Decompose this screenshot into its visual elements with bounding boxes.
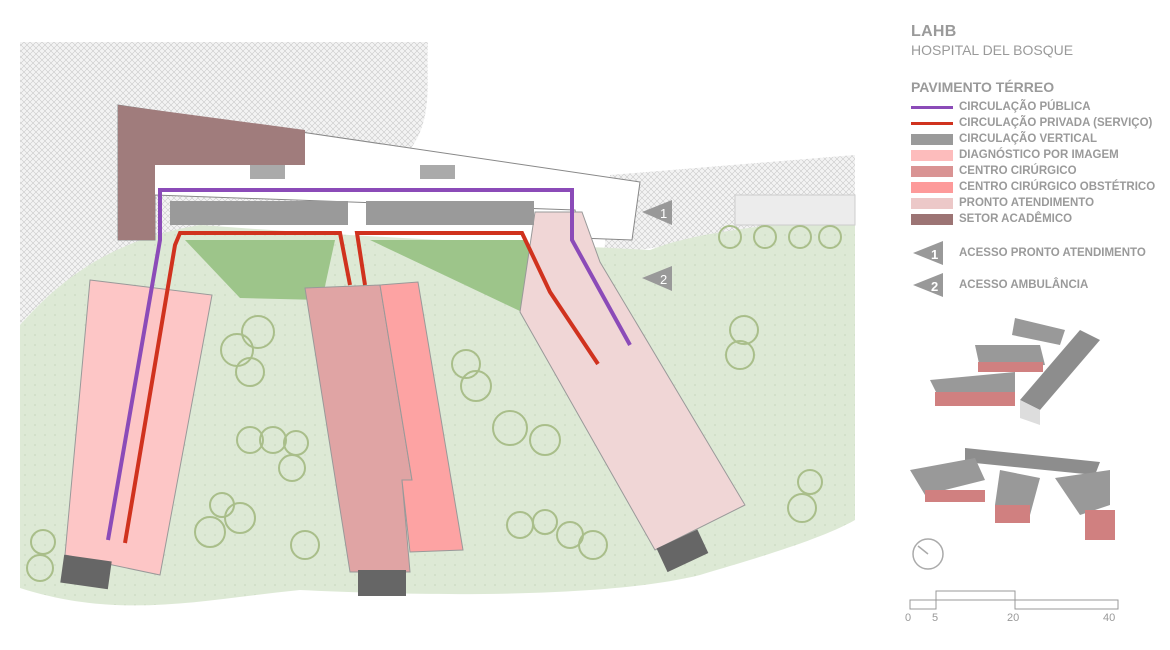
legend-swatch bbox=[911, 149, 953, 161]
access-marker-2: 2 bbox=[642, 266, 672, 291]
vertical-circulation bbox=[366, 201, 534, 225]
scale-labels: 0 5 20 40 bbox=[905, 611, 1135, 627]
access-arrow-icon: 1 bbox=[913, 241, 943, 265]
legend-items: CIRCULAÇÃO PÚBLICA CIRCULAÇÃO PRIVADA (SE… bbox=[911, 99, 1166, 227]
legend-label: DIAGNÓSTICO POR IMAGEM bbox=[959, 149, 1119, 161]
stair bbox=[420, 165, 455, 179]
private-circulation bbox=[354, 231, 600, 366]
legend-swatch bbox=[911, 121, 953, 125]
legend-label: CIRCULAÇÃO PÚBLICA bbox=[959, 101, 1091, 113]
scale-tick: 5 bbox=[932, 612, 939, 624]
legend-access-1: 1 ACESSO PRONTO ATENDIMENTO bbox=[911, 237, 1166, 269]
vertical-circulation bbox=[170, 201, 348, 225]
project-code: LAHB bbox=[911, 23, 957, 40]
wing-pronto-atendimento bbox=[519, 211, 746, 551]
scale-bar bbox=[909, 590, 1119, 610]
stair-core bbox=[656, 529, 709, 573]
access-marker-1: 1 bbox=[642, 200, 672, 225]
access-number: 1 bbox=[660, 206, 667, 221]
legend-heading: PAVIMENTO TÉRREO bbox=[911, 79, 1055, 95]
north-arrow-icon bbox=[912, 538, 944, 570]
project-name: HOSPITAL DEL BOSQUE bbox=[911, 42, 1074, 58]
parking bbox=[734, 194, 856, 226]
legend-item: CENTRO CIRÚRGICO OBSTÉTRICO bbox=[911, 179, 1166, 195]
scale-tick: 0 bbox=[905, 612, 912, 624]
courtyard bbox=[185, 240, 335, 300]
private-circulation bbox=[123, 231, 352, 544]
legend-label: CIRCULAÇÃO VERTICAL bbox=[959, 133, 1097, 145]
access-number: 2 bbox=[660, 272, 667, 287]
access-label: ACESSO PRONTO ATENDIMENTO bbox=[959, 247, 1146, 259]
legend-label: CIRCULAÇÃO PRIVADA (SERVIÇO) bbox=[959, 117, 1153, 129]
legend: LAHB HOSPITAL DEL BOSQUE PAVIMENTO TÉRRE… bbox=[911, 22, 1166, 301]
axonometric-view-2 bbox=[910, 448, 1115, 540]
legend-label: PRONTO ATENDIMENTO bbox=[959, 197, 1095, 209]
legend-item: PRONTO ATENDIMENTO bbox=[911, 195, 1166, 211]
stair bbox=[250, 165, 285, 179]
wing-diagnostico bbox=[64, 279, 213, 576]
access-number: 1 bbox=[931, 247, 938, 262]
legend-swatch bbox=[911, 213, 953, 225]
stair-core bbox=[358, 570, 406, 596]
legend-item: CENTRO CIRÚRGICO bbox=[911, 163, 1166, 179]
trees bbox=[26, 225, 842, 582]
legend-access-2: 2 ACESSO AMBULÂNCIA bbox=[911, 269, 1166, 301]
scale-tick: 40 bbox=[1103, 612, 1116, 624]
access-number: 2 bbox=[931, 279, 938, 294]
legend-swatch bbox=[911, 133, 953, 145]
legend-item: CIRCULAÇÃO PÚBLICA bbox=[911, 99, 1166, 115]
wing-obstetrico bbox=[379, 281, 464, 553]
public-circulation bbox=[106, 188, 632, 541]
legend-swatch bbox=[911, 165, 953, 177]
legend-item: SETOR ACADÊMICO bbox=[911, 211, 1166, 227]
scale-tick: 20 bbox=[1007, 612, 1020, 624]
legend-item: CIRCULAÇÃO VERTICAL bbox=[911, 131, 1166, 147]
axonometric-view-1 bbox=[930, 318, 1100, 425]
legend-item: CIRCULAÇÃO PRIVADA (SERVIÇO) bbox=[911, 115, 1166, 131]
access-arrow-icon: 2 bbox=[913, 273, 943, 297]
courtyard bbox=[370, 240, 548, 312]
access-label: ACESSO AMBULÂNCIA bbox=[959, 279, 1089, 291]
stair-core bbox=[60, 554, 112, 590]
legend-swatch bbox=[911, 197, 953, 209]
legend-item: DIAGNÓSTICO POR IMAGEM bbox=[911, 147, 1166, 163]
legend-swatch bbox=[911, 105, 953, 109]
legend-swatch bbox=[911, 181, 953, 193]
legend-label: CENTRO CIRÚRGICO OBSTÉTRICO bbox=[959, 181, 1156, 193]
setor-academico bbox=[118, 105, 305, 240]
legend-label: CENTRO CIRÚRGICO bbox=[959, 165, 1077, 177]
legend-label: SETOR ACADÊMICO bbox=[959, 213, 1073, 225]
